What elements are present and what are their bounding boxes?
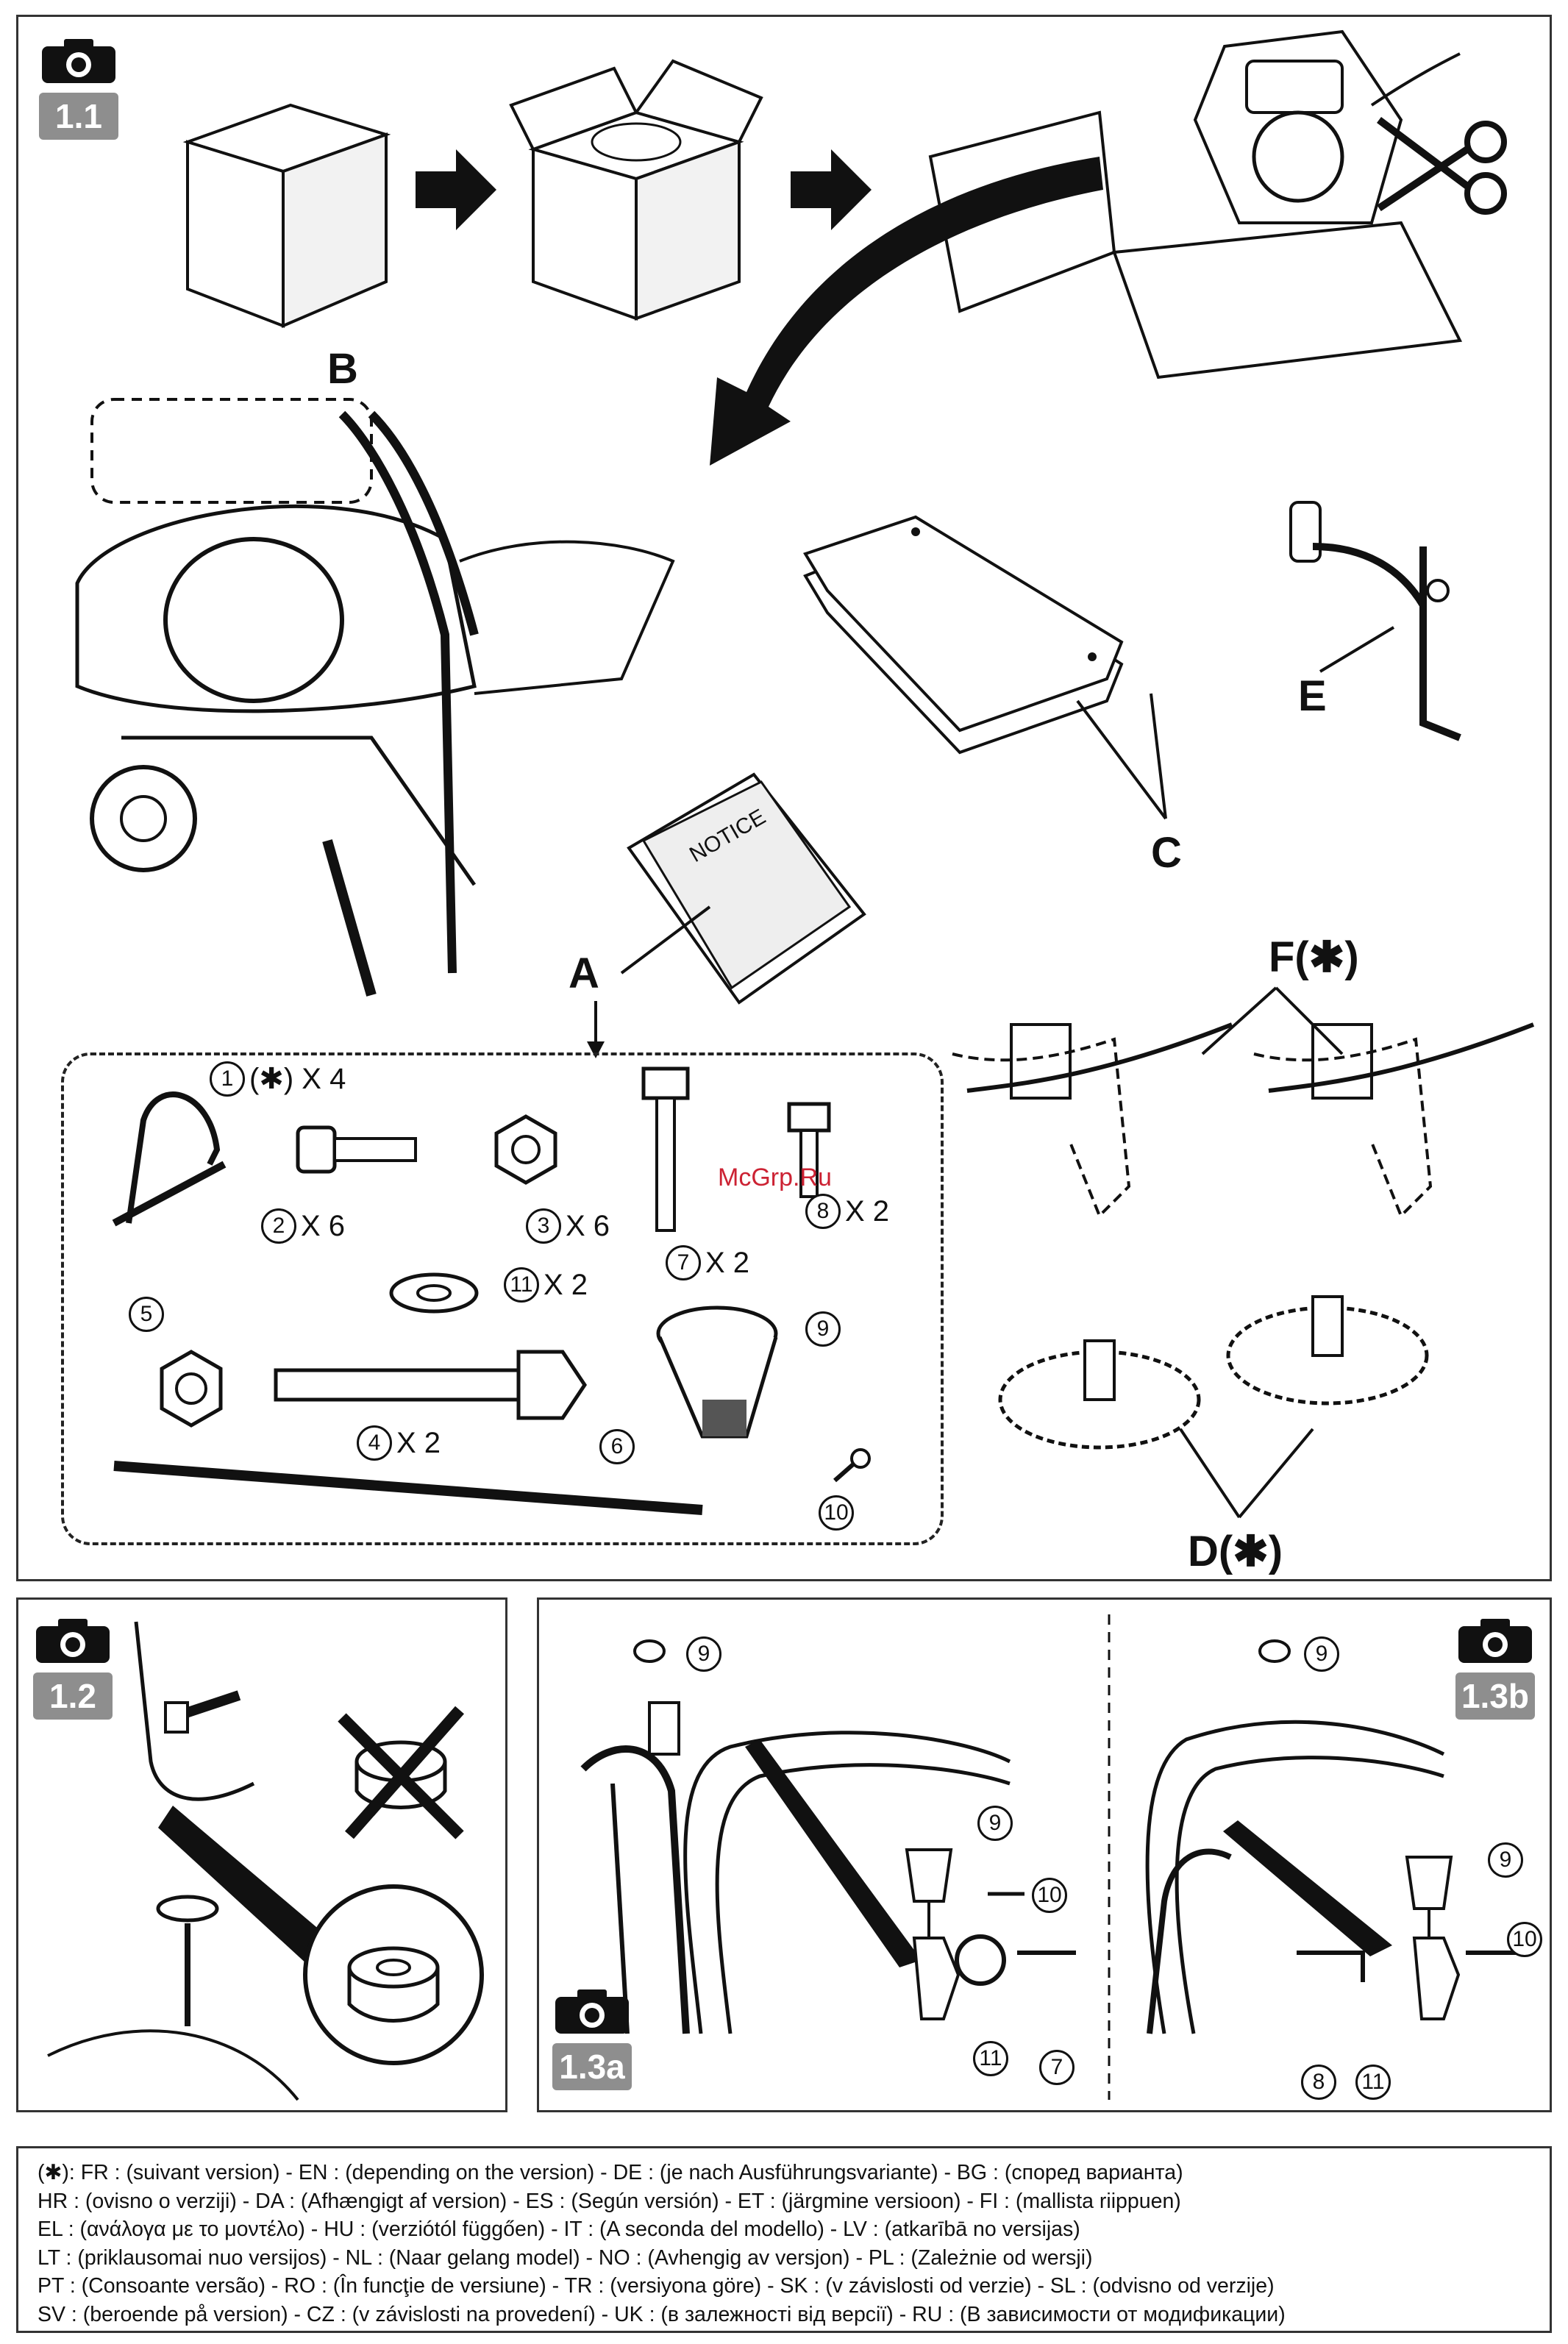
- label-b: B: [327, 345, 358, 393]
- legend-line: PT : (Consoante versão) - RO : (În funcţ…: [38, 2274, 1275, 2298]
- badge-label: 1.3a: [552, 2043, 632, 2090]
- badge-1-2: 1.2: [33, 1617, 113, 1720]
- small-screw-illustration: [833, 1448, 871, 1483]
- badge-1-1: 1.1: [39, 38, 118, 140]
- closed-box-illustration: [182, 103, 391, 329]
- pointer-lines: [1179, 1428, 1314, 1519]
- flange-bolt-illustration: [296, 1125, 417, 1174]
- callout-3a-7: 7: [1039, 2050, 1075, 2085]
- label-e: E: [1298, 672, 1327, 720]
- knob-illustration: [656, 1305, 778, 1439]
- open-box-illustration: [509, 59, 763, 321]
- callout-3a-9-side: 9: [977, 1806, 1013, 1841]
- parts-kit-box: [61, 1052, 944, 1545]
- arrow-icon: [416, 149, 496, 230]
- part-callout-6: 6: [599, 1429, 639, 1464]
- legend-line: HR : (ovisno o verziji) - DA : (Afhængig…: [38, 2189, 1181, 2213]
- short-bolt-illustration: [787, 1102, 831, 1198]
- pointer-line: [1319, 626, 1395, 673]
- camera-icon: [42, 39, 115, 83]
- callout-3b-11: 11: [1355, 2065, 1391, 2100]
- cable-tie-illustration: [113, 1461, 703, 1515]
- callout-3b-9-side: 9: [1488, 1842, 1523, 1878]
- tiller-illustration: [75, 398, 675, 997]
- version-legend: (✱): FR : (suivant version) - EN : (depe…: [16, 2146, 1552, 2333]
- axle-bolt-illustration: [274, 1350, 588, 1420]
- label-f: F(✱): [1269, 933, 1359, 981]
- part-callout-1: 1(✱) X 4: [210, 1061, 346, 1097]
- legend-line: (✱): FR : (suivant version) - EN : (depe…: [38, 2161, 1183, 2184]
- tine-assembly-illustration: [952, 1022, 1233, 1219]
- legend-line: SV : (beroende på version) - CZ : (v záv…: [38, 2302, 1286, 2326]
- callout-3a-9-top: 9: [686, 1636, 721, 1672]
- camera-icon: [1458, 1619, 1532, 1663]
- label-a: A: [569, 950, 599, 997]
- panel-1-1: 1.1: [16, 15, 1552, 1581]
- callout-3b-8: 8: [1301, 2065, 1336, 2100]
- callout-3b-10: 10: [1507, 1922, 1542, 1957]
- protection-disc-illustration: [1226, 1295, 1429, 1406]
- cut-box-tiller-illustration: [928, 29, 1463, 380]
- legend-line: LT : (priklausomai nuo versijos) - NL : …: [38, 2245, 1093, 2270]
- part-callout-5: 5: [129, 1297, 168, 1332]
- long-bolt-illustration: [641, 1066, 690, 1232]
- badge-label: 1.2: [33, 1672, 113, 1720]
- callout-3a-10: 10: [1032, 1878, 1067, 1913]
- label-d: D(✱): [1188, 1528, 1283, 1575]
- badge-label: 1.1: [39, 93, 118, 140]
- panel-1-3: 1.3a 1.3b 9 9 10 11 7: [537, 1597, 1552, 2112]
- handlebar-knob-illustration-a: [580, 1639, 1076, 2034]
- handlebar-knob-illustration-b: [1145, 1639, 1532, 2034]
- callout-3b-9-top: 9: [1304, 1636, 1339, 1672]
- part-callout-10: 10: [819, 1495, 858, 1531]
- tine-assembly-illustration: [1253, 1022, 1535, 1219]
- camera-icon: [555, 1989, 629, 2034]
- panel-1-2: 1.2: [16, 1597, 507, 2112]
- badge-1-3b: 1.3b: [1455, 1617, 1535, 1720]
- depth-rod-illustration: [1289, 501, 1461, 741]
- hitch-pin-illustration: [112, 1091, 227, 1227]
- washer-illustration: [389, 1272, 479, 1314]
- pointer-lines: [1201, 986, 1344, 1055]
- pointer-lines: [1076, 693, 1167, 820]
- camera-icon: [36, 1619, 110, 1663]
- manual-illustration: NOTICE: [627, 772, 866, 1005]
- nut-illustration: [160, 1350, 223, 1428]
- legend-line: EL : (ανάλογα με το μοντέλο) - HU : (ver…: [38, 2217, 1080, 2241]
- plates-illustration: [803, 515, 1124, 755]
- curved-arrow-icon: [710, 157, 1103, 466]
- part-callout-9: 9: [805, 1311, 845, 1347]
- watermark-text: McGrp.Ru: [718, 1164, 832, 1191]
- protection-disc-illustration: [998, 1339, 1201, 1450]
- divider-line: [1108, 1614, 1111, 2100]
- flange-nut-illustration: [494, 1114, 557, 1185]
- handlebar-bolt-illustration: [47, 1621, 484, 2101]
- down-arrow-icon: [587, 1001, 605, 1058]
- pointer-line: [620, 905, 711, 975]
- badge-label: 1.3b: [1455, 1672, 1535, 1720]
- callout-3a-11: 11: [973, 2041, 1008, 2076]
- cross-icon: [338, 1706, 464, 1839]
- scissors-icon: [1377, 117, 1507, 215]
- badge-1-3a: 1.3a: [552, 1988, 632, 2090]
- arrow-icon: [791, 149, 872, 230]
- label-c: C: [1151, 829, 1182, 877]
